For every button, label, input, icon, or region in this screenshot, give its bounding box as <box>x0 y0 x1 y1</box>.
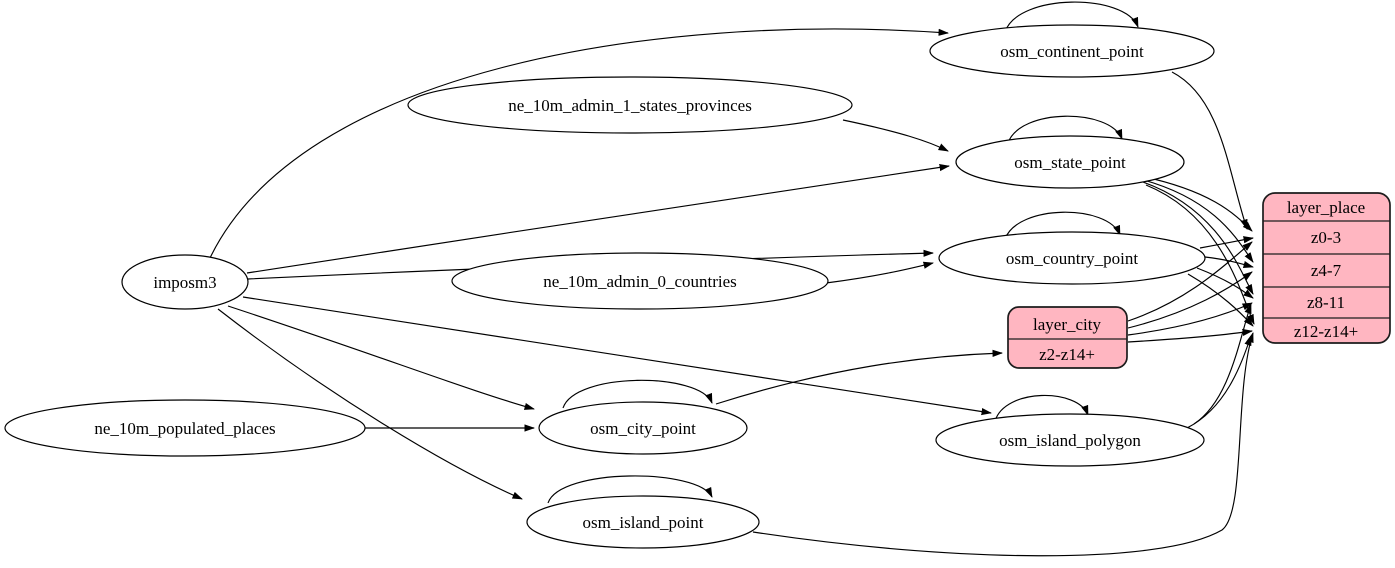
record-layer-place: layer_place z0-3 z4-7 z8-11 z12-z14+ <box>1262 192 1391 344</box>
node-ne-10m-admin-1-states-provinces: ne_10m_admin_1_states_provinces <box>407 76 853 134</box>
node-osm-state-point: osm_state_point <box>955 135 1185 189</box>
record-field-z0-3: z0-3 <box>1311 228 1341 247</box>
node-label: osm_state_point <box>1014 153 1126 172</box>
node-label: imposm3 <box>153 273 216 292</box>
node-ne-10m-admin-0-countries: ne_10m_admin_0_countries <box>451 252 829 310</box>
node-label: ne_10m_admin_1_states_provinces <box>508 96 752 115</box>
node-osm-city-point: osm_city_point <box>538 401 748 455</box>
node-imposm3: imposm3 <box>121 254 249 310</box>
node-label: osm_continent_point <box>1000 42 1144 61</box>
record-layer-city: layer_city z2-z14+ <box>1007 306 1128 369</box>
node-ne-10m-populated-places: ne_10m_populated_places <box>4 399 366 457</box>
node-osm-country-point: osm_country_point <box>938 231 1206 285</box>
record-field-z8-11: z8-11 <box>1307 293 1345 312</box>
node-label: ne_10m_populated_places <box>94 419 275 438</box>
record-field-z2-z14: z2-z14+ <box>1039 345 1095 364</box>
record-field-z4-7: z4-7 <box>1311 261 1342 280</box>
node-label: osm_island_polygon <box>999 431 1141 450</box>
record-field-z12-z14: z12-z14+ <box>1294 322 1358 341</box>
node-osm-continent-point: osm_continent_point <box>929 24 1215 78</box>
node-label: osm_country_point <box>1006 249 1138 268</box>
node-osm-island-polygon: osm_island_polygon <box>935 413 1205 467</box>
node-osm-island-point: osm_island_point <box>526 495 760 549</box>
node-label: ne_10m_admin_0_countries <box>543 272 737 291</box>
node-label: osm_island_point <box>583 513 704 532</box>
record-title: layer_city <box>1033 315 1101 334</box>
record-title: layer_place <box>1287 198 1365 217</box>
node-label: osm_city_point <box>590 419 696 438</box>
